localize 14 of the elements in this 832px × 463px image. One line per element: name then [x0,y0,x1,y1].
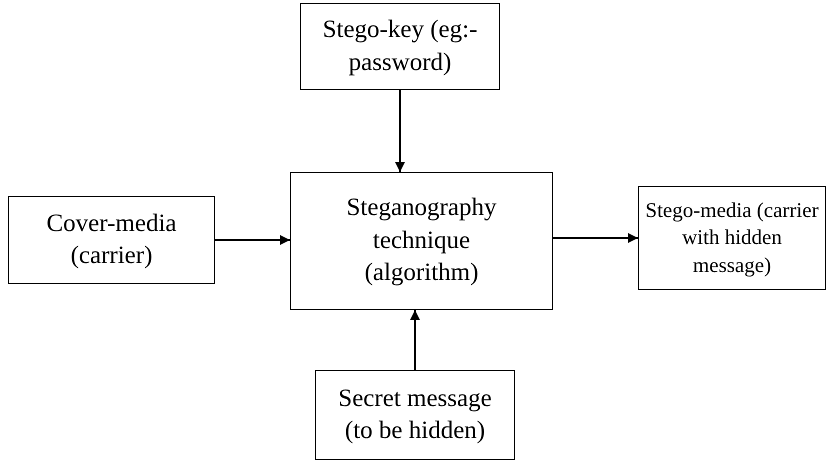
arrow [553,233,638,243]
process-box [300,3,500,90]
box-label: Secret message (to be hidden) [337,384,493,446]
box-label: Stego-key (eg:- password) [322,15,478,78]
arrow [410,310,420,370]
process-box [315,370,515,460]
box-label: Steganography technique (algorithm) [346,193,498,288]
box-label: Cover-media (carrier) [45,208,178,271]
box-label: Stego-media (carrier with hidden message) [644,197,820,279]
process-box [8,196,215,284]
arrow [215,235,290,245]
process-box [638,186,826,290]
process-box [290,172,553,310]
arrow [395,90,405,172]
